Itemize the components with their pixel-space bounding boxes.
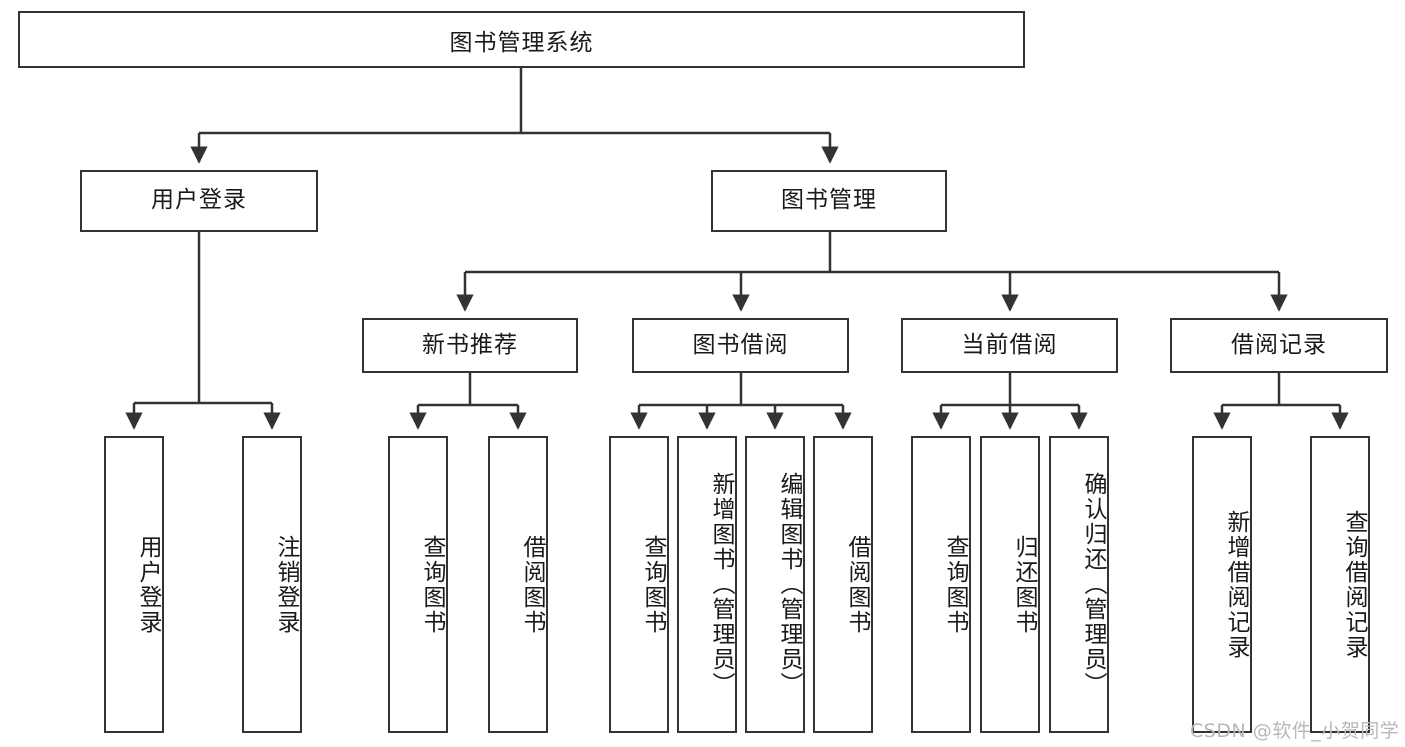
- leaf-borrow-book[interactable]: 借阅图书: [813, 436, 873, 733]
- node-label: 查询图书: [942, 534, 968, 635]
- node-label: 新增图书（管理员）: [708, 472, 734, 697]
- node-label: 查询图书: [640, 534, 666, 635]
- leaf-confirm-return-admin[interactable]: 确认归还（管理员）: [1049, 436, 1109, 733]
- leaf-query-book-borrow[interactable]: 查询图书: [609, 436, 669, 733]
- leaf-logout[interactable]: 注销登录: [242, 436, 302, 733]
- node-label: 借阅图书: [844, 534, 870, 635]
- node-book-borrowing[interactable]: 图书借阅: [632, 318, 849, 373]
- node-label: 编辑图书（管理员）: [776, 472, 802, 697]
- leaf-query-book-current[interactable]: 查询图书: [911, 436, 971, 733]
- leaf-edit-book-admin[interactable]: 编辑图书（管理员）: [745, 436, 805, 733]
- node-label: 新增借阅记录: [1223, 509, 1249, 660]
- node-label: 新书推荐: [422, 331, 518, 358]
- node-current-borrowing[interactable]: 当前借阅: [901, 318, 1118, 373]
- node-borrow-records[interactable]: 借阅记录: [1170, 318, 1388, 373]
- node-label: 查询图书: [419, 534, 445, 635]
- leaf-query-borrow-record[interactable]: 查询借阅记录: [1310, 436, 1370, 733]
- node-new-book-recommendation[interactable]: 新书推荐: [362, 318, 578, 373]
- node-label: 注销登录: [273, 534, 299, 635]
- node-label: 图书借阅: [692, 331, 789, 358]
- node-user-login[interactable]: 用户登录: [80, 170, 318, 232]
- leaf-add-borrow-record[interactable]: 新增借阅记录: [1192, 436, 1252, 733]
- leaf-query-book-newbook[interactable]: 查询图书: [388, 436, 448, 733]
- leaf-return-book[interactable]: 归还图书: [980, 436, 1040, 733]
- node-label: 借阅记录: [1231, 331, 1327, 358]
- csdn-watermark: CSDN @软件_小贺同学: [1190, 720, 1400, 742]
- node-label: 借阅图书: [519, 534, 545, 635]
- node-label: 确认归还（管理员）: [1080, 472, 1106, 697]
- node-label: 归还图书: [1011, 534, 1037, 635]
- node-label: 查询借阅记录: [1341, 509, 1367, 660]
- node-root-book-management-system[interactable]: 图书管理系统: [18, 11, 1025, 68]
- node-label: 当前借阅: [961, 331, 1058, 358]
- leaf-borrow-book-newbook[interactable]: 借阅图书: [488, 436, 548, 733]
- node-label: 用户登录: [151, 187, 247, 214]
- leaf-add-book-admin[interactable]: 新增图书（管理员）: [677, 436, 737, 733]
- node-label: 图书管理: [781, 187, 877, 214]
- node-label: 用户登录: [135, 534, 161, 635]
- leaf-user-login[interactable]: 用户登录: [104, 436, 164, 733]
- node-book-management[interactable]: 图书管理: [711, 170, 947, 232]
- node-label: 图书管理系统: [449, 29, 594, 56]
